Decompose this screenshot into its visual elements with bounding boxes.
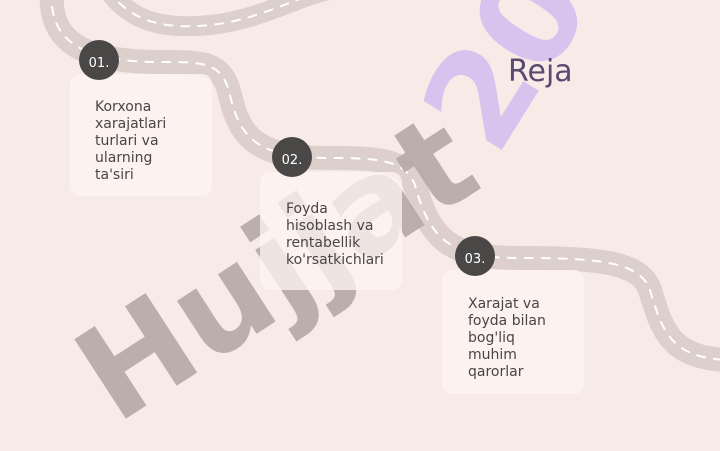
step-number-badge: 01.: [79, 40, 119, 80]
step-text: Korxona xarajatlari turlari va ularning …: [95, 99, 167, 183]
road-graphic: [39, 0, 720, 372]
step-text: Foyda hisoblash va rentabellik ko'rsatki…: [286, 201, 384, 268]
step-text: Xarajat va foyda bilan bog'liq muhim qar…: [468, 296, 546, 380]
slide-title: Reja: [508, 54, 573, 89]
step-card-2: [260, 172, 402, 290]
road-path-top-dash: [115, 0, 301, 28]
road-path-top: [103, 0, 332, 37]
road-dash: [50, 0, 720, 361]
slide: 2024 Hujjat Reja 01. 02. 03. Korxona xar…: [39, 0, 720, 451]
step-number-badge: 03.: [455, 236, 495, 276]
step-card-1: [70, 74, 212, 196]
step-number-badge: 02.: [272, 137, 312, 177]
step-card-3: [442, 270, 584, 394]
